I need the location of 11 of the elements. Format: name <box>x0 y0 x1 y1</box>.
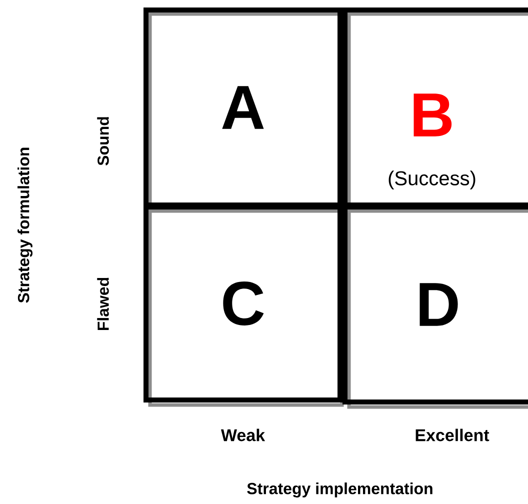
axis-label: Excellent <box>416 428 490 442</box>
quadrant-letter: A <box>222 86 264 129</box>
quadrant-letter: D <box>420 283 458 326</box>
quadrant-caption: (Success) <box>388 170 476 190</box>
quadrant-letter: B <box>414 94 452 136</box>
quadrant-letter: C <box>223 282 264 326</box>
axis-label: Strategy implementation <box>247 482 432 498</box>
axis-label: Sound <box>97 117 109 166</box>
axis-label: Strategy formulation <box>18 148 32 303</box>
axis-label: Flawed <box>97 278 109 330</box>
axis-label: Weak <box>220 428 266 442</box>
